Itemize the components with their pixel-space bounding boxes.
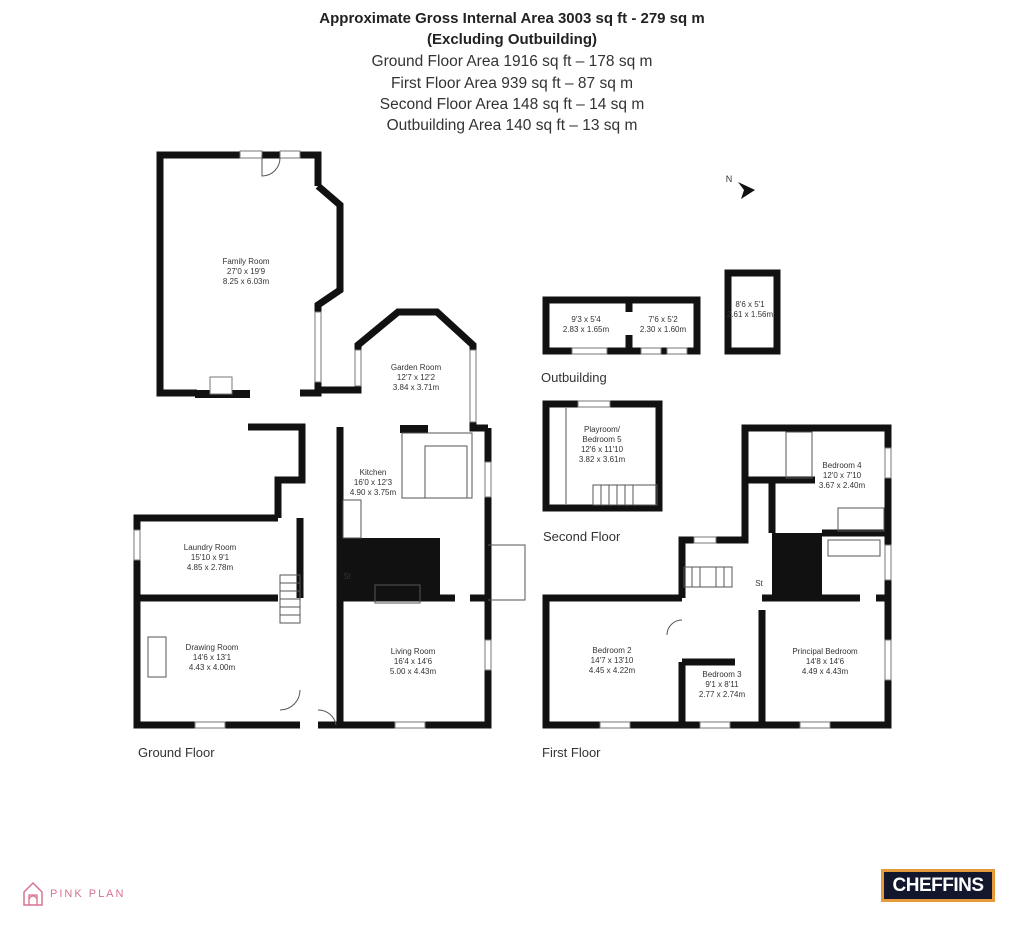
bedroom-3-name: Bedroom 3	[702, 670, 742, 679]
kitchen-name: Kitchen	[360, 468, 387, 477]
first-floor-label: First Floor	[542, 745, 601, 760]
living-room-imperial: 16'4 x 14'6	[394, 657, 433, 666]
ground-floor-label: Ground Floor	[138, 745, 215, 760]
bedroom-3-imperial: 9'1 x 8'11	[705, 680, 739, 689]
first-floor-plan	[542, 424, 892, 729]
outbuilding-room2-metric: 2.30 x 1.60m	[640, 325, 687, 334]
living-room-metric: 5.00 x 4.43m	[390, 667, 437, 676]
outbuilding-room3-metric: 2.61 x 1.56m	[727, 310, 774, 319]
laundry-room-name: Laundry Room	[184, 543, 237, 552]
bedroom-4-metric: 3.67 x 2.40m	[819, 481, 866, 490]
first-floor-stairs	[683, 566, 733, 588]
garden-room-metric: 3.84 x 3.71m	[393, 383, 440, 392]
ground-store-label: St	[343, 572, 351, 581]
second-floor-label: Second Floor	[543, 529, 621, 544]
ground-stairs	[279, 574, 301, 624]
first-floor-area: First Floor Area 939 sq ft – 87 sq m	[390, 75, 634, 92]
outbuilding-room1-imperial: 9'3 x 5'4	[571, 315, 601, 324]
kitchen-imperial: 16'0 x 12'3	[354, 478, 393, 487]
north-label: N	[726, 174, 733, 184]
pink-plan-text: PINK PLAN	[50, 888, 126, 900]
ground-floor-area: Ground Floor Area 1916 sq ft – 178 sq m	[371, 53, 653, 70]
outbuilding-area: Outbuilding Area 140 sq ft – 13 sq m	[386, 117, 638, 134]
exclusion-note: (Excluding Outbuilding)	[427, 31, 597, 48]
cheffins-logo: CHEFFINS	[881, 869, 995, 902]
second-floor-stairs	[592, 484, 658, 506]
bedroom-4-imperial: 12'0 x 7'10	[823, 471, 862, 480]
principal-bedroom-metric: 4.49 x 4.43m	[802, 667, 849, 676]
second-floor-area: Second Floor Area 148 sq ft – 14 sq m	[379, 96, 645, 113]
drawing-room-metric: 4.43 x 4.00m	[189, 663, 236, 672]
first-store-label: St	[755, 579, 763, 588]
principal-bedroom-name: Principal Bedroom	[792, 647, 858, 656]
north-arrow-icon: N	[726, 174, 755, 199]
playroom-imperial: 12'6 x 11'10	[581, 445, 624, 454]
bedroom-2-name: Bedroom 2	[592, 646, 632, 655]
family-room-metric: 8.25 x 6.03m	[223, 277, 270, 286]
living-room-name: Living Room	[391, 647, 436, 656]
family-room-imperial: 27'0 x 19'9	[227, 267, 266, 276]
drawing-room-name: Drawing Room	[186, 643, 239, 652]
garden-room-name: Garden Room	[391, 363, 442, 372]
bedroom-4-name: Bedroom 4	[822, 461, 862, 470]
second-floor-plan	[542, 400, 663, 512]
outbuilding-room1-metric: 2.83 x 1.65m	[563, 325, 610, 334]
gross-area-title: Approximate Gross Internal Area 3003 sq …	[319, 10, 705, 27]
outbuilding-plan	[542, 269, 781, 355]
outbuilding-room2-imperial: 7'6 x 5'2	[648, 315, 678, 324]
principal-bedroom-imperial: 14'8 x 14'6	[806, 657, 845, 666]
pink-plan-logo: PINK PLAN	[22, 881, 125, 907]
bedroom-2-imperial: 14'7 x 13'10	[591, 656, 634, 665]
garden-room-imperial: 12'7 x 12'2	[397, 373, 436, 382]
house-logo-icon	[23, 881, 43, 906]
family-room-name: Family Room	[222, 257, 269, 266]
playroom-metric: 3.82 x 3.61m	[579, 455, 626, 464]
playroom-name-line1: Playroom/	[584, 425, 621, 434]
bedroom-3-metric: 2.77 x 2.74m	[699, 690, 746, 699]
ground-floor-plan	[133, 150, 526, 729]
outbuilding-room3-imperial: 8'6 x 5'1	[735, 300, 765, 309]
playroom-name-line2: Bedroom 5	[582, 435, 622, 444]
kitchen-metric: 4.90 x 3.75m	[350, 488, 397, 497]
laundry-room-metric: 4.85 x 2.78m	[187, 563, 234, 572]
bedroom-2-metric: 4.45 x 4.22m	[589, 666, 636, 675]
drawing-room-imperial: 14'6 x 13'1	[193, 653, 232, 662]
laundry-room-imperial: 15'10 x 9'1	[191, 553, 230, 562]
outbuilding-label: Outbuilding	[541, 370, 607, 385]
